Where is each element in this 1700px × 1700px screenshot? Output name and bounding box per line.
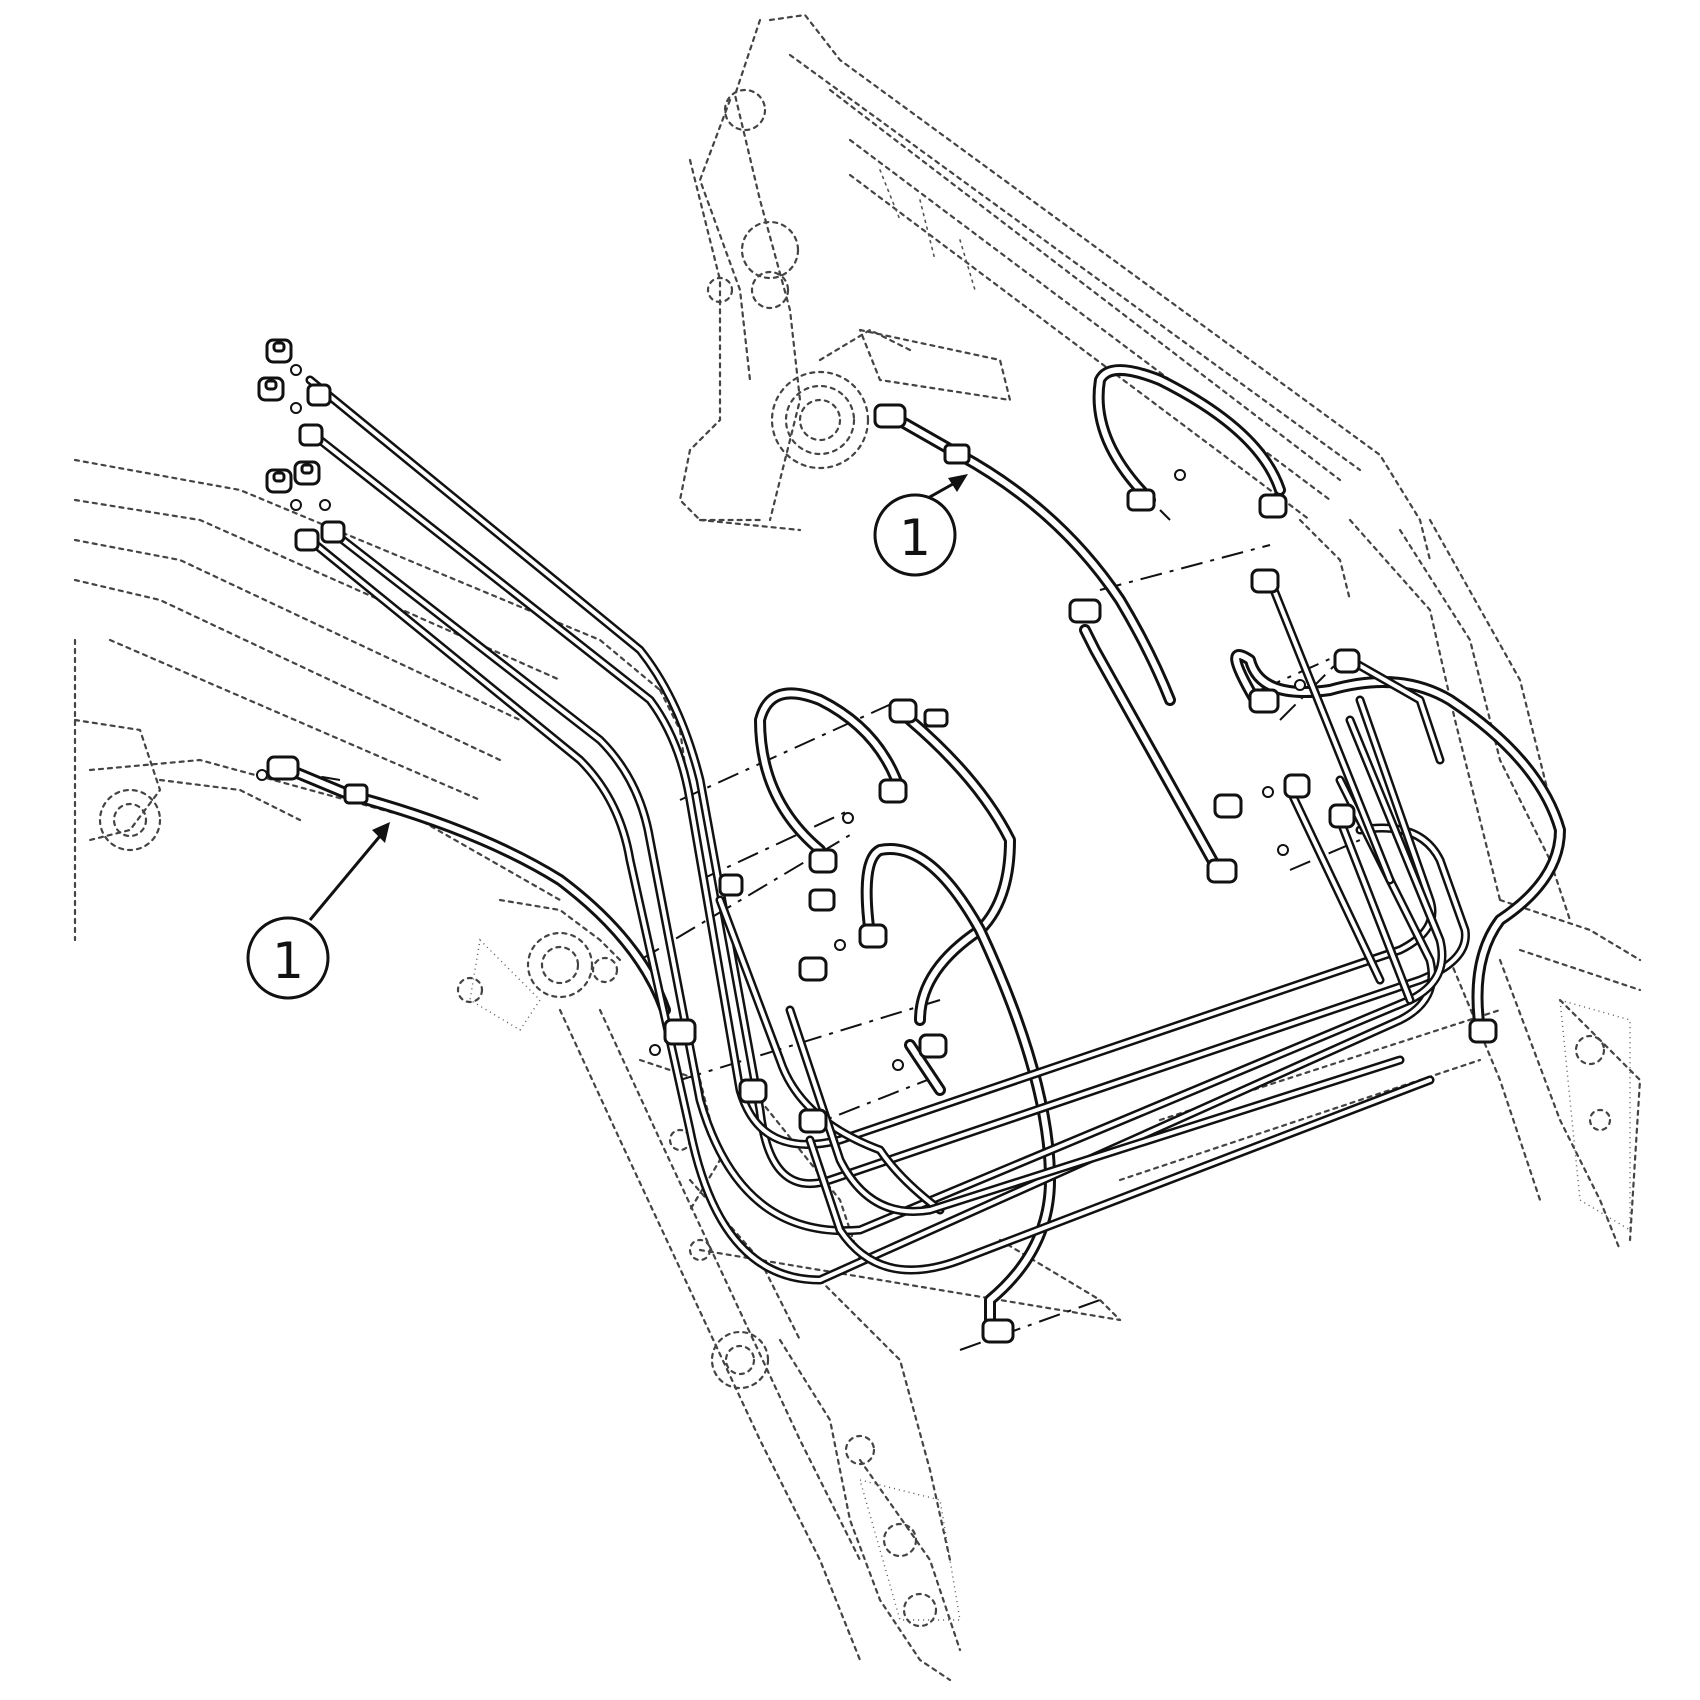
upper-loop-hose: [1092, 364, 1286, 506]
cap-fitting: [265, 338, 293, 364]
callout-number: 1: [899, 509, 931, 567]
cap-fitting: [293, 460, 321, 486]
callout-circle: [873, 493, 957, 577]
alignment-centerlines: [279, 509, 1361, 1351]
fittings: [256, 338, 1498, 1344]
callout-number: 1: [272, 932, 304, 990]
center-loop-hose: [754, 687, 906, 856]
cap-fitting: [265, 468, 293, 494]
elbow-fitting: [873, 403, 907, 429]
callout-upper: 1: [873, 474, 968, 577]
hydraulic-lines: [284, 364, 1566, 1336]
callout-circle: [246, 916, 330, 1000]
cap-fitting: [257, 376, 285, 402]
callout-lower: 1: [246, 822, 390, 1000]
